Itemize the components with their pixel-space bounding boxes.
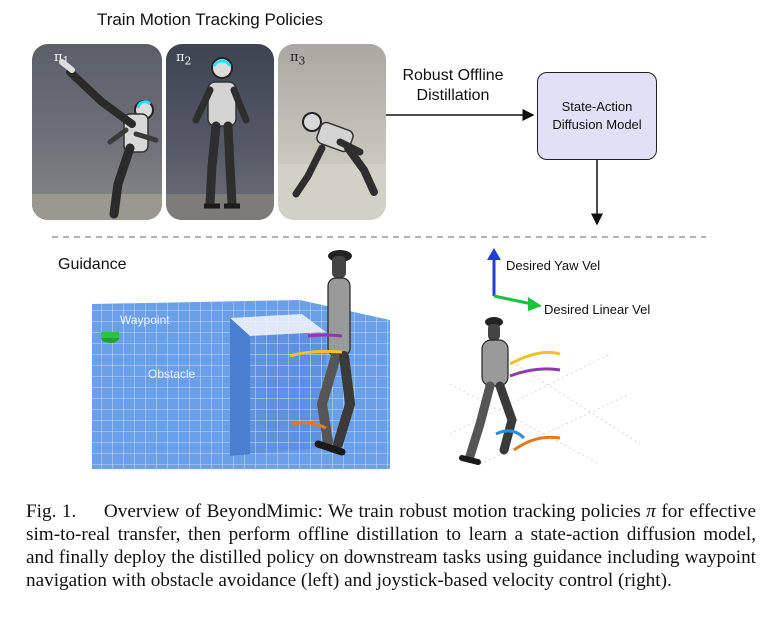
policy-photo-2: π2 xyxy=(166,44,274,220)
linear-vel-label: Desired Linear Vel xyxy=(544,302,650,317)
diffusion-model-box: State-Action Diffusion Model xyxy=(537,72,657,160)
policies-title: Train Motion Tracking Policies xyxy=(96,10,324,29)
yaw-arrow xyxy=(487,248,501,260)
velocity-control-scene: Desired Yaw Vel Desired Linear Vel xyxy=(449,248,650,465)
caption-part1: Overview of BeyondMimic: We train robust… xyxy=(103,501,641,522)
policy-1-label: π1 xyxy=(54,50,70,68)
waypoint-obstacle-scene: Waypoint Obstacle xyxy=(92,250,390,469)
linear-arrow xyxy=(528,297,542,311)
policy-photo-3: π3 xyxy=(278,44,386,220)
guidance-title: Guidance xyxy=(58,256,127,273)
caption-fig-label: Fig. 1. xyxy=(26,501,77,522)
policy-2-label: π2 xyxy=(176,50,192,68)
obstacle-label: Obstacle xyxy=(148,367,196,381)
distillation-label: Robust Offline Distillation xyxy=(402,67,504,104)
pipeline-arrows xyxy=(52,109,706,238)
caption-pi: π xyxy=(646,501,656,522)
waypoint-label: Waypoint xyxy=(120,313,170,327)
robot-crawling-illustration xyxy=(278,112,386,220)
policy-3-label: π3 xyxy=(290,50,306,68)
robot-kick-illustration xyxy=(32,59,162,220)
policy-photo-1: π1 xyxy=(32,44,162,220)
yaw-vel-label: Desired Yaw Vel xyxy=(506,258,600,273)
obstacle-block xyxy=(230,314,326,456)
figure-caption: Fig. 1. Overview of BeyondMimic: We trai… xyxy=(26,500,756,592)
robot-standing-illustration xyxy=(166,57,274,220)
caption-part2: for effective sim-to-real transfer, then… xyxy=(26,501,757,591)
